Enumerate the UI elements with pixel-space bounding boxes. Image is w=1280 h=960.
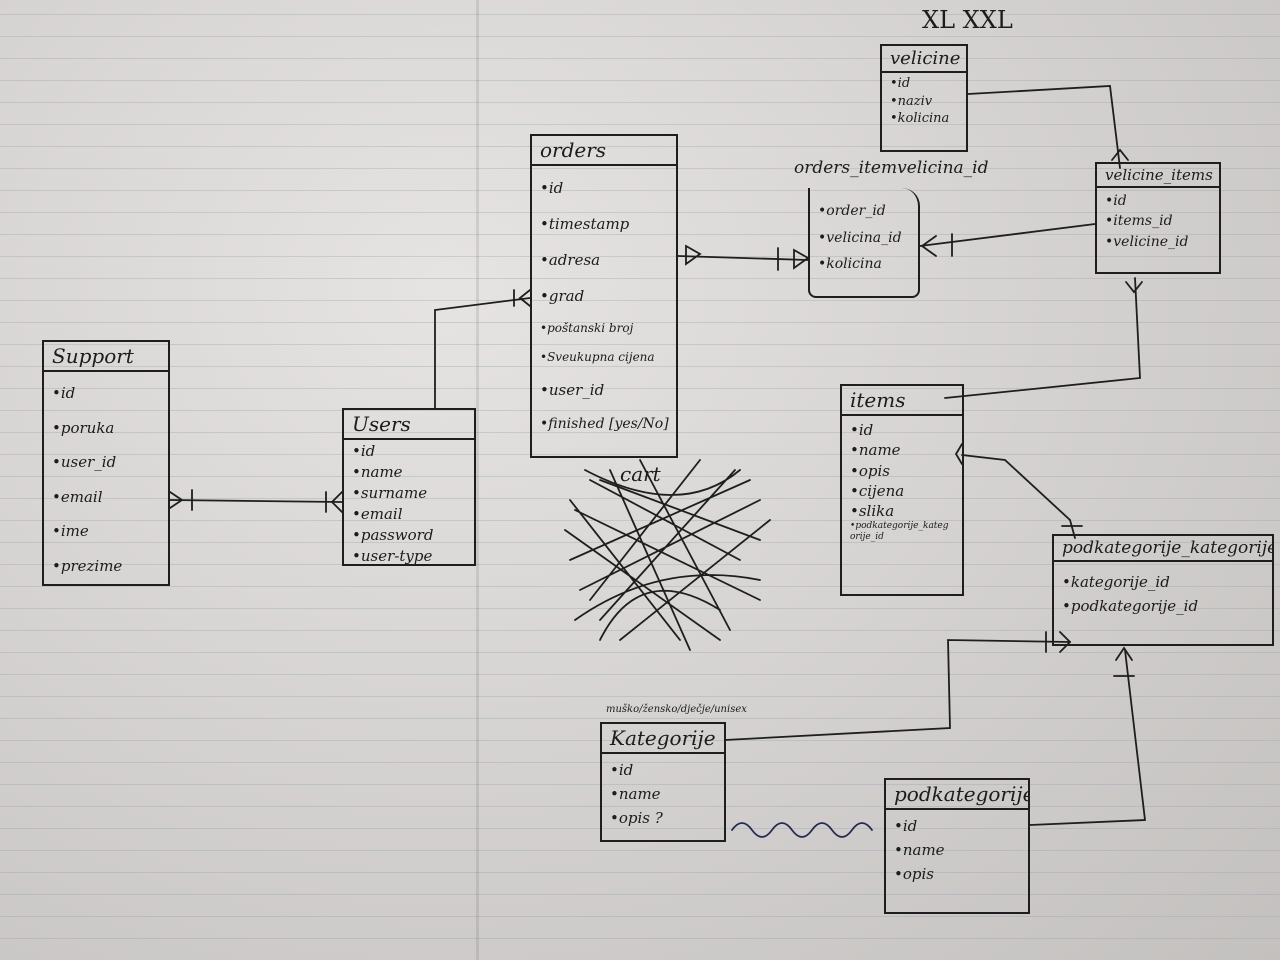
line-velicine-velicineitems	[967, 85, 1121, 169]
field: user_id	[540, 372, 668, 408]
line-ordersitems-velicineitems	[919, 223, 1096, 247]
field: poruka	[52, 411, 160, 446]
entity-title-items: items	[842, 386, 962, 416]
entity-title-support: Support	[44, 342, 168, 372]
entity-kategorije: Kategorije id name opis ?	[600, 722, 726, 842]
field: surname	[352, 483, 466, 504]
field: id	[890, 75, 958, 93]
kategorije-note: muško/žensko/dječje/unisex	[606, 704, 747, 715]
entity-velicine: velicine id naziv kolicina	[880, 44, 968, 152]
line-support-users	[169, 499, 343, 503]
field: name	[352, 462, 466, 483]
crowfoot-ordersitems-left	[793, 248, 810, 270]
line-orders-ordersitems	[677, 255, 809, 261]
entity-velicine-items: velicine_items id items_id velicine_id	[1095, 162, 1221, 274]
entity-title-podkategorije-kategorije: podkategorije_kategorije	[1054, 536, 1272, 562]
crowfoot-ordersitems-right	[920, 235, 937, 257]
field: password	[352, 525, 466, 546]
corner-note: XL XXL	[922, 6, 1013, 34]
entity-podkategorije: podkategorije id name opis	[884, 778, 1030, 914]
line-kategorije-podkatkat	[724, 639, 1071, 741]
field: id	[894, 814, 1020, 838]
field: kategorije_id	[1062, 570, 1264, 594]
field: podkategorije_kategorije_id	[850, 521, 950, 543]
line-users-orders	[434, 297, 531, 409]
cart-scribble	[564, 459, 771, 651]
orders-items-label: orders_itemvelicina_id	[794, 158, 989, 178]
field: kolicina	[890, 110, 958, 128]
crowfoot-podkatkat-bottom	[1115, 646, 1133, 661]
field: email	[352, 504, 466, 525]
line-podkategorije-podkatkat	[1029, 649, 1147, 826]
entity-orders: orders id timestamp adresa grad poštansk…	[530, 134, 678, 458]
field: adresa	[540, 242, 668, 278]
field: podkategorije_id	[1062, 594, 1264, 618]
crowfoot-podkatkat-left	[1059, 631, 1072, 653]
entity-title-velicine-items: velicine_items	[1097, 164, 1219, 188]
crowfoot-velicineitems-bottom	[1125, 281, 1143, 294]
entity-title-users: Users	[344, 410, 474, 440]
crowfoot-velicineitems-top	[1111, 148, 1129, 161]
field: opis ?	[610, 806, 716, 830]
crowfoot-orders-users	[518, 289, 531, 307]
entity-items: items id name opis cijena slika podkateg…	[840, 384, 964, 596]
field: kolicina	[818, 251, 910, 278]
entity-title-kategorije: Kategorije	[602, 724, 724, 754]
entity-users: Users id name surname email password use…	[342, 408, 476, 566]
field: opis	[894, 862, 1020, 886]
field: name	[894, 838, 1020, 862]
page-fold	[476, 0, 479, 960]
field: user-type	[352, 546, 466, 567]
crowfoot-support	[169, 491, 184, 509]
field: slika	[850, 501, 954, 521]
field: id	[850, 420, 954, 440]
field: ime	[52, 514, 160, 549]
field: id	[610, 758, 716, 782]
line-items-podkatkat	[961, 454, 1076, 539]
field: id	[1105, 192, 1211, 212]
field: velicine_id	[1105, 231, 1211, 253]
field: email	[52, 480, 160, 515]
cart-label: cart	[620, 462, 661, 486]
entity-podkategorije-kategorije: podkategorije_kategorije kategorije_id p…	[1052, 534, 1274, 646]
entity-title-velicine: velicine	[882, 46, 966, 73]
entity-support: Support id poruka user_id email ime prez…	[42, 340, 170, 586]
field: opis	[850, 461, 954, 481]
field: finished [yes/No]	[540, 408, 668, 442]
field: items_id	[1105, 212, 1211, 232]
line-kategorije-podkategorije	[731, 822, 873, 838]
field: order_id	[818, 198, 910, 225]
crowfoot-users-support	[330, 491, 343, 513]
field: naziv	[890, 93, 958, 111]
field: velicina_id	[818, 225, 910, 252]
crowfoot-orders	[685, 244, 702, 266]
field: Sveukupna cijena	[540, 343, 668, 372]
field: user_id	[52, 445, 160, 480]
field: poštanski broj	[540, 314, 668, 343]
field: prezime	[52, 549, 160, 584]
line-velicineitems-items	[944, 277, 1141, 399]
entity-title-orders: orders	[532, 136, 676, 166]
crowfoot-items	[954, 443, 963, 465]
field: name	[610, 782, 716, 806]
field: id	[352, 441, 466, 462]
field: name	[850, 440, 954, 460]
field: grad	[540, 278, 668, 314]
entity-orders-items: order_id velicina_id kolicina	[808, 188, 920, 298]
field: timestamp	[540, 206, 668, 242]
field: cijena	[850, 481, 954, 501]
field: id	[52, 376, 160, 411]
field: id	[540, 170, 668, 206]
entity-title-podkategorije: podkategorije	[886, 780, 1028, 810]
